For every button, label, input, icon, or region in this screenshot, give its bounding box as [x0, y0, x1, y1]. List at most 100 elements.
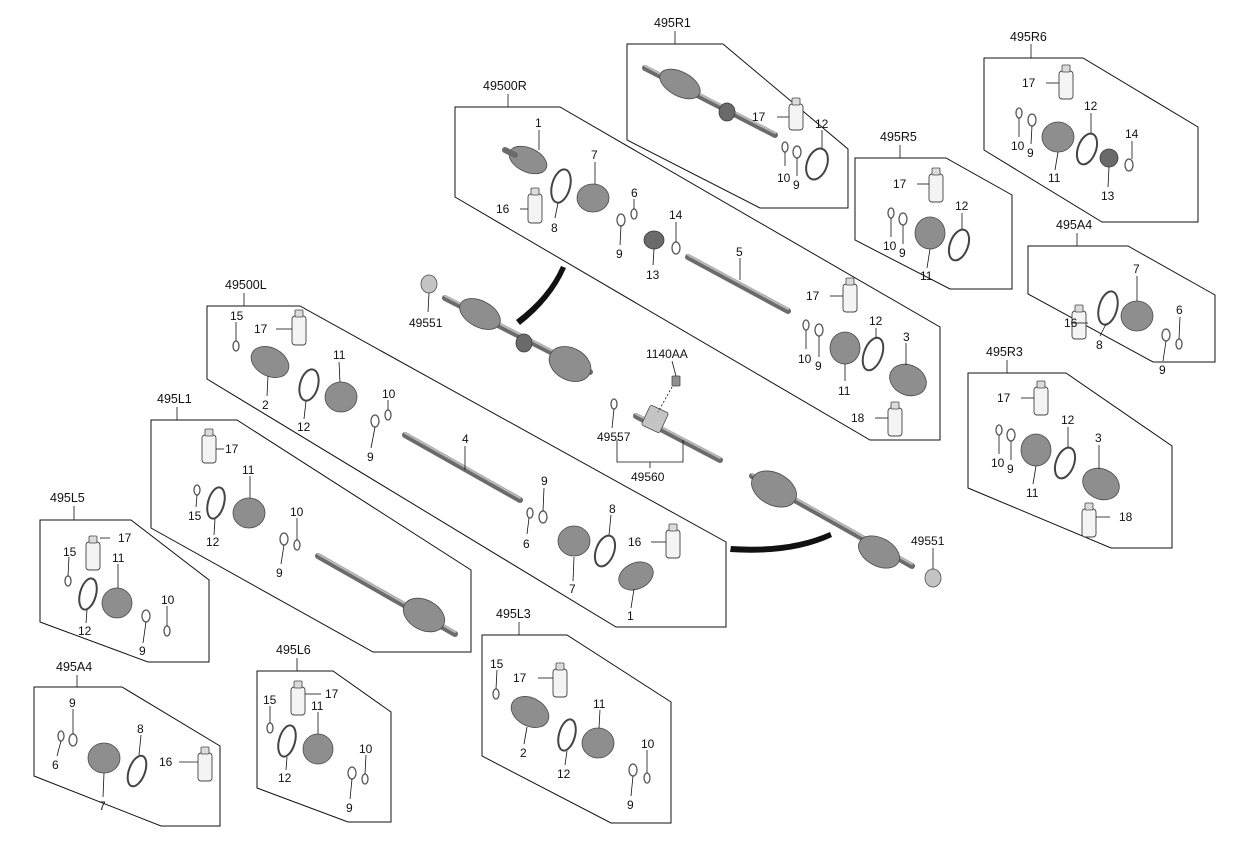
part-label-1140AA: 1140AA [646, 347, 688, 361]
part-label-49551-lower: 49551 [911, 534, 945, 548]
group-title-49500L: 49500L [225, 278, 267, 292]
part-label-12: 12 [815, 117, 829, 131]
part-label-49560: 49560 [631, 470, 665, 484]
part-label-7: 7 [99, 799, 106, 813]
group-box-495R3 [967, 372, 1173, 549]
part-label-10: 10 [1011, 139, 1025, 153]
part-label-11: 11 [1048, 171, 1061, 185]
part-label-18: 18 [1119, 510, 1133, 524]
part-label-11: 11 [112, 551, 125, 565]
part-label-17: 17 [997, 391, 1011, 405]
part-label-15: 15 [263, 693, 277, 707]
part-label-6: 6 [631, 186, 638, 200]
part-label-8: 8 [609, 502, 616, 516]
part-label-1: 1 [535, 116, 542, 130]
part-leader-lines [56, 82, 1181, 800]
group-title-495L1: 495L1 [157, 392, 192, 406]
part-label-17: 17 [325, 687, 339, 701]
part-label-12: 12 [955, 199, 969, 213]
part-label-17: 17 [752, 110, 766, 124]
nut-49551-lower [924, 568, 942, 588]
part-label-13: 13 [1101, 189, 1115, 203]
group-box-495A4-right [1027, 245, 1216, 363]
assembly-495L1 [193, 428, 458, 637]
part-label-49551-upper: 49551 [409, 316, 443, 330]
group-box-495L3 [481, 634, 672, 824]
part-label-9: 9 [1027, 146, 1034, 160]
part-label-17: 17 [1022, 76, 1036, 90]
group-box-49500R [454, 106, 941, 441]
part-label-14: 14 [669, 208, 683, 222]
part-label-9: 9 [899, 246, 906, 260]
assembly-495L6 [266, 680, 369, 785]
part-label-16: 16 [628, 535, 642, 549]
part-label-12: 12 [1061, 413, 1075, 427]
part-label-3: 3 [1095, 431, 1102, 445]
part-label-17: 17 [225, 442, 239, 456]
group-title-leaders [73, 31, 1078, 687]
assembly-49500R [502, 145, 927, 437]
part-label-9: 9 [1007, 462, 1014, 476]
part-label-15: 15 [63, 545, 77, 559]
group-box-495R1 [626, 43, 849, 209]
group-box-49500L [206, 305, 727, 628]
part-label-15: 15 [188, 509, 202, 523]
part-label-11: 11 [920, 269, 933, 283]
part-label-10: 10 [991, 456, 1005, 470]
part-label-11: 11 [311, 699, 324, 713]
assembly-495R3 [995, 380, 1120, 538]
part-label-12: 12 [1084, 99, 1098, 113]
part-label-17: 17 [893, 177, 907, 191]
part-label-9: 9 [616, 247, 623, 261]
part-label-8: 8 [551, 221, 558, 235]
assembly-495A4-right [1071, 290, 1183, 350]
part-label-12: 12 [78, 624, 92, 638]
part-label-6: 6 [523, 537, 530, 551]
part-label-9: 9 [276, 566, 283, 580]
part-label-10: 10 [883, 239, 897, 253]
assembly-495R5 [887, 167, 971, 262]
part-label-8: 8 [1096, 338, 1103, 352]
part-label-1: 1 [627, 609, 634, 623]
part-label-12: 12 [557, 767, 571, 781]
part-label-9: 9 [627, 798, 634, 812]
part-label-5: 5 [736, 245, 743, 259]
group-title-495L5: 495L5 [50, 491, 85, 505]
part-label-6: 6 [52, 758, 59, 772]
group-title-495L6: 495L6 [276, 643, 311, 657]
part-label-9: 9 [69, 696, 76, 710]
group-title-49500R: 49500R [483, 79, 527, 93]
part-label-10: 10 [161, 593, 175, 607]
assembly-495L3 [492, 662, 651, 784]
center-assembly [420, 266, 942, 588]
part-label-11: 11 [838, 384, 851, 398]
part-label-13: 13 [646, 268, 660, 282]
group-title-495R3: 495R3 [986, 345, 1023, 359]
assembly-495A4-left [57, 730, 213, 788]
part-label-12: 12 [206, 535, 220, 549]
part-label-7: 7 [1133, 262, 1140, 276]
assembly-495R6 [1015, 64, 1134, 172]
part-label-9: 9 [541, 474, 548, 488]
part-label-2: 2 [262, 398, 269, 412]
part-label-10: 10 [290, 505, 304, 519]
assembly-495L5 [64, 535, 171, 637]
part-label-9: 9 [139, 644, 146, 658]
part-label-7: 7 [591, 148, 598, 162]
part-label-4: 4 [462, 432, 469, 446]
part-label-14: 14 [1125, 127, 1139, 141]
part-label-7: 7 [569, 582, 576, 596]
part-label-16: 16 [496, 202, 510, 216]
part-label-8: 8 [137, 722, 144, 736]
part-label-17: 17 [513, 671, 527, 685]
group-box-495A4-left [33, 686, 221, 827]
part-label-9: 9 [1159, 363, 1166, 377]
part-label-15: 15 [230, 309, 244, 323]
part-label-15: 15 [490, 657, 504, 671]
part-label-9: 9 [367, 450, 374, 464]
nut-49551-upper [420, 274, 438, 294]
group-box-495R5 [854, 157, 1013, 290]
part-label-12: 12 [278, 771, 292, 785]
part-label-12: 12 [869, 314, 883, 328]
